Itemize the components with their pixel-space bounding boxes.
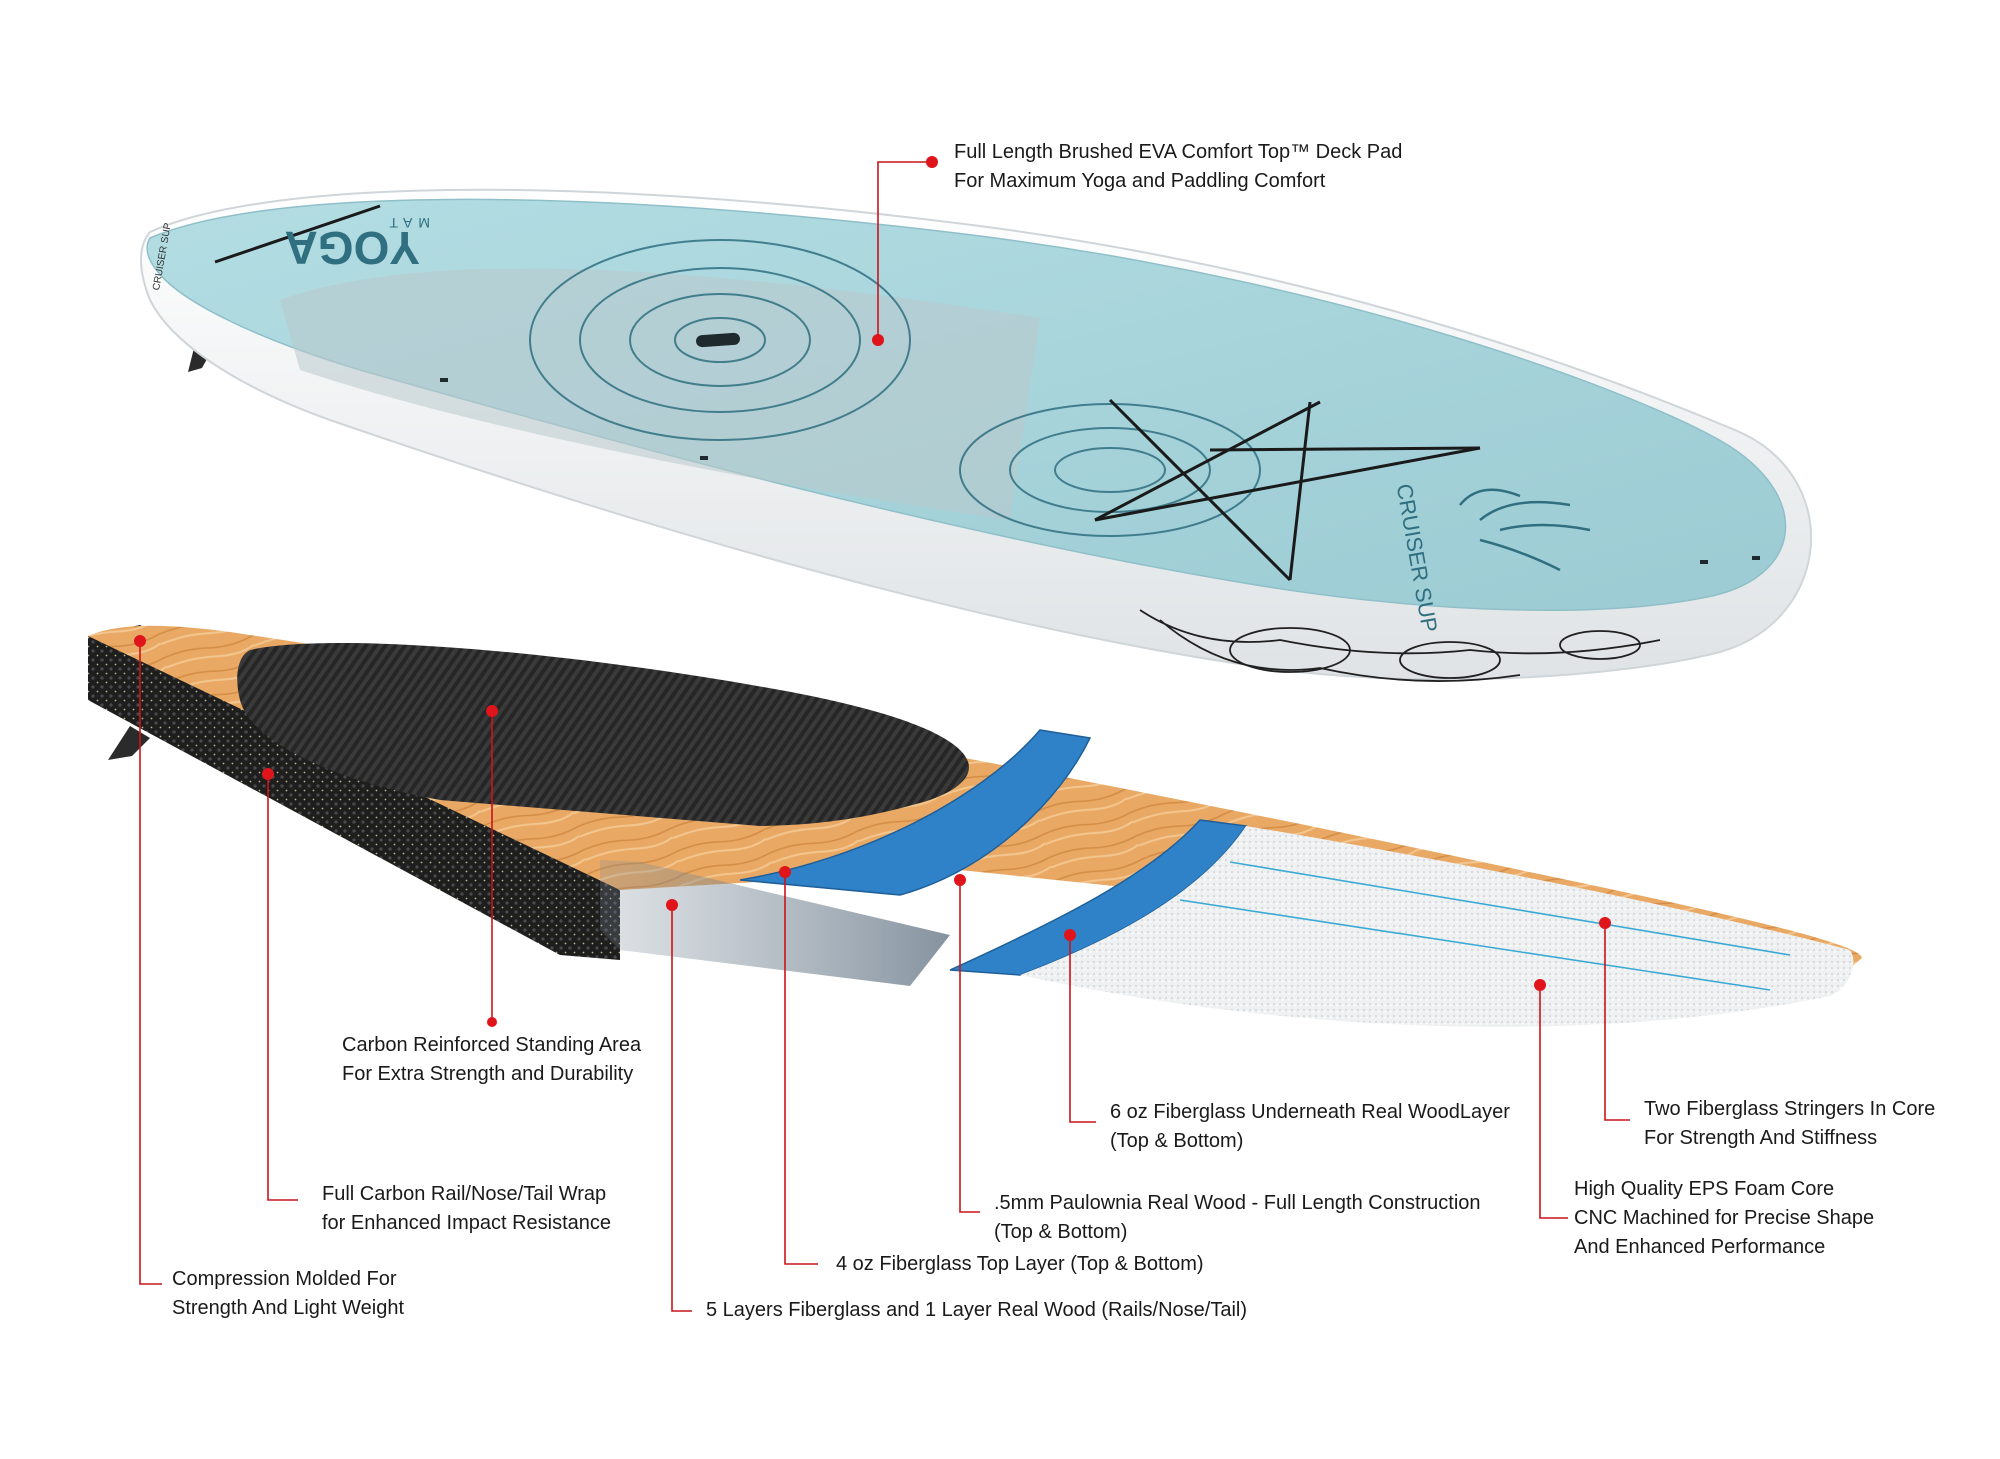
leader-five-layers <box>671 905 692 1312</box>
blue-fiberglass-band-1 <box>739 729 1092 896</box>
mandala-pattern <box>529 239 1261 537</box>
callout-paulownia-line-2: (Top & Bottom) <box>994 1221 1128 1243</box>
leader-carbon-rail <box>267 774 298 1201</box>
deck-vent-plugs <box>440 378 1760 564</box>
carry-handle <box>696 332 740 348</box>
callout-five-layers: 5 Layers Fiberglass and 1 Layer Real Woo… <box>706 1296 1247 1325</box>
model-wordmark: YOGA <box>285 222 420 274</box>
bungee-cords <box>1094 398 1481 582</box>
model-subtext: MAT <box>383 215 430 231</box>
callout-carbon-rail-line-1: Full Carbon Rail/Nose/Tail Wrap <box>322 1183 607 1205</box>
dot-stringers <box>1599 917 1611 929</box>
callout-paulownia-line-1: .5mm Paulownia Real Wood - Full Length C… <box>994 1192 1481 1214</box>
dot-carbon-rail <box>262 768 274 780</box>
leader-paulownia <box>959 880 980 1213</box>
callout-four-oz: 4 oz Fiberglass Top Layer (Top & Bottom) <box>836 1250 1204 1279</box>
callout-paulownia: .5mm Paulownia Real Wood - Full Length C… <box>994 1189 1481 1247</box>
leader-eps-foam <box>1539 985 1568 1219</box>
callout-eps-foam-line-1: High Quality EPS Foam Core <box>1574 1178 1835 1200</box>
callout-deck-pad-line-1: Full Length Brushed EVA Comfort Top™ Dec… <box>954 141 1403 163</box>
blue-fiberglass-band-2 <box>949 819 1248 976</box>
callout-carbon-standing: Carbon Reinforced Standing Area For Extr… <box>342 1031 641 1089</box>
callout-carbon-rail-line-2: for Enhanced Impact Resistance <box>322 1212 612 1234</box>
cutaway-board-fin <box>108 726 150 760</box>
callout-eps-foam: High Quality EPS Foam Core CNC Machined … <box>1574 1175 1874 1262</box>
callout-eps-foam-line-2: CNC Machined for Precise Shape <box>1574 1207 1875 1229</box>
dot-carbon-standing-end <box>487 1017 497 1027</box>
callout-six-oz-line-2: (Top & Bottom) <box>1110 1130 1244 1152</box>
callout-carbon-rail: Full Carbon Rail/Nose/Tail Wrap for Enha… <box>322 1180 611 1238</box>
callout-five-layers-line-1: 5 Layers Fiberglass and 1 Layer Real Woo… <box>706 1299 1247 1321</box>
dot-six-oz <box>1064 929 1076 941</box>
eps-foam-core <box>1020 826 1854 1027</box>
callout-six-oz-line-1: 6 oz Fiberglass Underneath Real WoodLaye… <box>1110 1101 1510 1123</box>
callout-leaders <box>134 156 1630 1312</box>
callout-compression-line-1: Compression Molded For <box>172 1268 397 1290</box>
callout-compression: Compression Molded For Strength And Ligh… <box>172 1265 404 1323</box>
brand-sun-logo <box>1459 488 1591 572</box>
callout-stringers: Two Fiberglass Stringers In Core For Str… <box>1644 1095 1935 1153</box>
deck-pad-area <box>280 268 1040 520</box>
leader-stringers <box>1604 923 1630 1121</box>
fiberglass-stringers <box>1179 861 1791 991</box>
tail-bungee <box>214 204 381 264</box>
callout-deck-pad: Full Length Brushed EVA Comfort Top™ Dec… <box>954 138 1402 196</box>
leader-six-oz <box>1069 935 1096 1123</box>
carbon-rail-wrap <box>88 625 620 960</box>
leader-deck-pad <box>877 161 930 340</box>
dot-paulownia <box>954 874 966 886</box>
callout-stringers-line-1: Two Fiberglass Stringers In Core <box>1644 1098 1936 1120</box>
callout-deck-pad-line-2: For Maximum Yoga and Paddling Comfort <box>954 170 1326 192</box>
clear-fiberglass-section <box>600 860 950 986</box>
cutaway-board-illustration <box>88 625 1862 1027</box>
top-board-illustration: YOGA MAT CRUISER SUP CRUISER SUP <box>140 188 1812 682</box>
leader-compression <box>139 641 162 1285</box>
dot-four-oz <box>779 866 791 878</box>
dot-carbon-standing <box>486 705 498 717</box>
callout-carbon-standing-line-1: Carbon Reinforced Standing Area <box>342 1034 642 1056</box>
carbon-standing-area <box>237 643 969 826</box>
dot-five-layers <box>666 899 678 911</box>
dot-deck-pad-end <box>926 156 938 168</box>
callout-carbon-standing-line-2: For Extra Strength and Durability <box>342 1063 634 1085</box>
hull-mandala-print <box>1139 609 1661 682</box>
dot-deck-pad <box>872 334 884 346</box>
callout-eps-foam-line-3: And Enhanced Performance <box>1574 1236 1826 1258</box>
callout-six-oz: 6 oz Fiberglass Underneath Real WoodLaye… <box>1110 1098 1510 1156</box>
leader-four-oz <box>784 872 818 1265</box>
callout-compression-line-2: Strength And Light Weight <box>172 1297 405 1319</box>
callout-stringers-line-2: For Strength And Stiffness <box>1644 1127 1878 1149</box>
callout-four-oz-line-1: 4 oz Fiberglass Top Layer (Top & Bottom) <box>836 1253 1204 1275</box>
dot-compression <box>134 635 146 647</box>
dot-eps-foam <box>1534 979 1546 991</box>
